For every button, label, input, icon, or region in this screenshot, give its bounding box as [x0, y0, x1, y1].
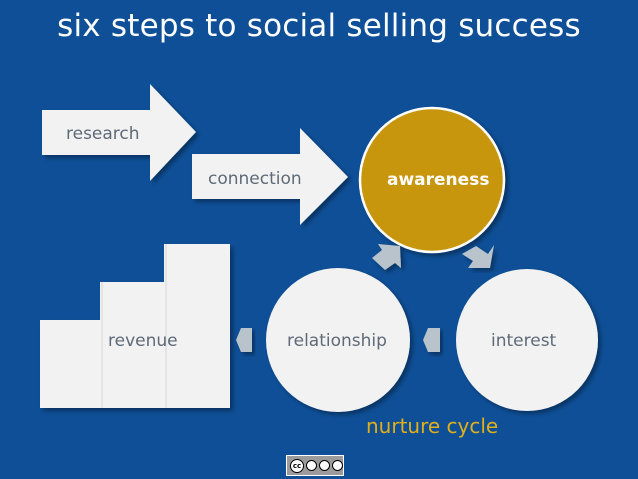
attribution-icon	[306, 460, 317, 471]
interest-label: interest	[491, 331, 557, 351]
noncommercial-icon	[319, 460, 330, 471]
connection-arrow	[192, 128, 348, 225]
arrow-relationship-to-revenue	[236, 328, 252, 352]
research-label: research	[66, 124, 140, 144]
awareness-circle	[358, 106, 506, 254]
cycle-arrow-relationship-to-awareness	[372, 244, 401, 270]
revenue-label: revenue	[108, 331, 178, 351]
creative-commons-license-badge: cc	[286, 455, 344, 476]
research-arrow	[42, 84, 196, 181]
slide-title: six steps to social selling success	[57, 8, 581, 44]
revenue-staircase	[40, 244, 230, 408]
creative-commons-icon: cc	[290, 458, 304, 473]
interest-circle	[456, 269, 598, 411]
cycle-arrow-awareness-to-interest	[462, 245, 494, 268]
relationship-label: relationship	[287, 331, 387, 351]
share-alike-icon	[332, 460, 343, 471]
awareness-label: awareness	[387, 170, 490, 190]
cycle-arrow-interest-to-relationship	[423, 328, 440, 352]
nurture-cycle-label: nurture cycle	[366, 414, 499, 438]
relationship-circle	[266, 268, 410, 412]
connection-label: connection	[208, 169, 302, 189]
